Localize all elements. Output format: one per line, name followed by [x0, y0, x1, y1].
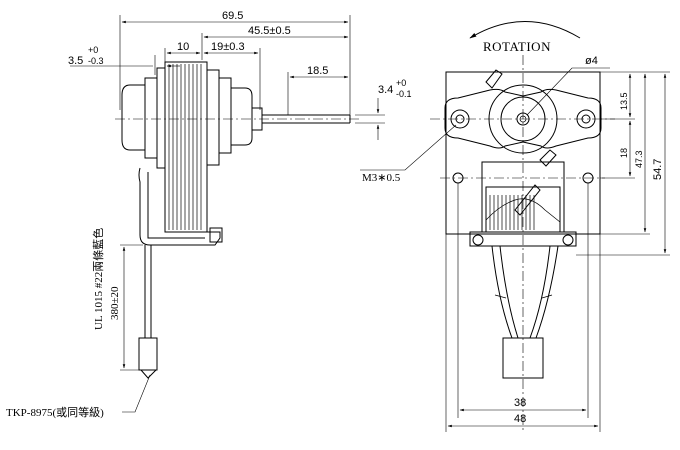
- lamination-lines: [168, 64, 202, 230]
- dim-shaft-length: 18.5: [307, 65, 328, 77]
- dim-18: 18: [619, 148, 629, 158]
- dim-48: 48: [514, 413, 526, 425]
- dim-38: 38: [514, 397, 526, 409]
- dim-shaft-dia-base: 3.4: [378, 84, 393, 96]
- dim-core: 19±0.3: [211, 41, 245, 53]
- front-view: ROTATION: [360, 21, 670, 432]
- rotation-label: ROTATION: [483, 39, 551, 54]
- dim-boss-lower: -0.3: [88, 56, 104, 66]
- dim-13-5: 13.5: [619, 92, 629, 110]
- dim-shaft-dia-upper: +0: [396, 78, 406, 88]
- screw-thread: M3∗0.5: [362, 172, 401, 184]
- wire-length: 380±20: [109, 286, 121, 320]
- connector-label: TKP-8975(或同等級): [6, 405, 104, 419]
- dim-10: 10: [177, 41, 189, 53]
- coil-winding: [489, 195, 535, 230]
- dim-boss-base: 3.5: [68, 55, 83, 67]
- dim-shaft-dia-lower: -0.1: [396, 89, 412, 99]
- dim-shaft-to-rear: 45.5±0.5: [248, 25, 291, 37]
- dim-overall-length: 69.5: [222, 10, 243, 22]
- dim-54-7: 54.7: [652, 159, 664, 180]
- wire-spec: UL 1015 #22兩條藍色: [91, 228, 105, 330]
- side-view: 69.5 45.5±0.5 10 19±0.3 3.5 +0 -0.3 18.5…: [6, 10, 412, 419]
- dim-boss-upper: +0: [88, 45, 98, 55]
- dim-47-3: 47.3: [634, 150, 644, 168]
- hole-diameter: ø4: [585, 55, 598, 67]
